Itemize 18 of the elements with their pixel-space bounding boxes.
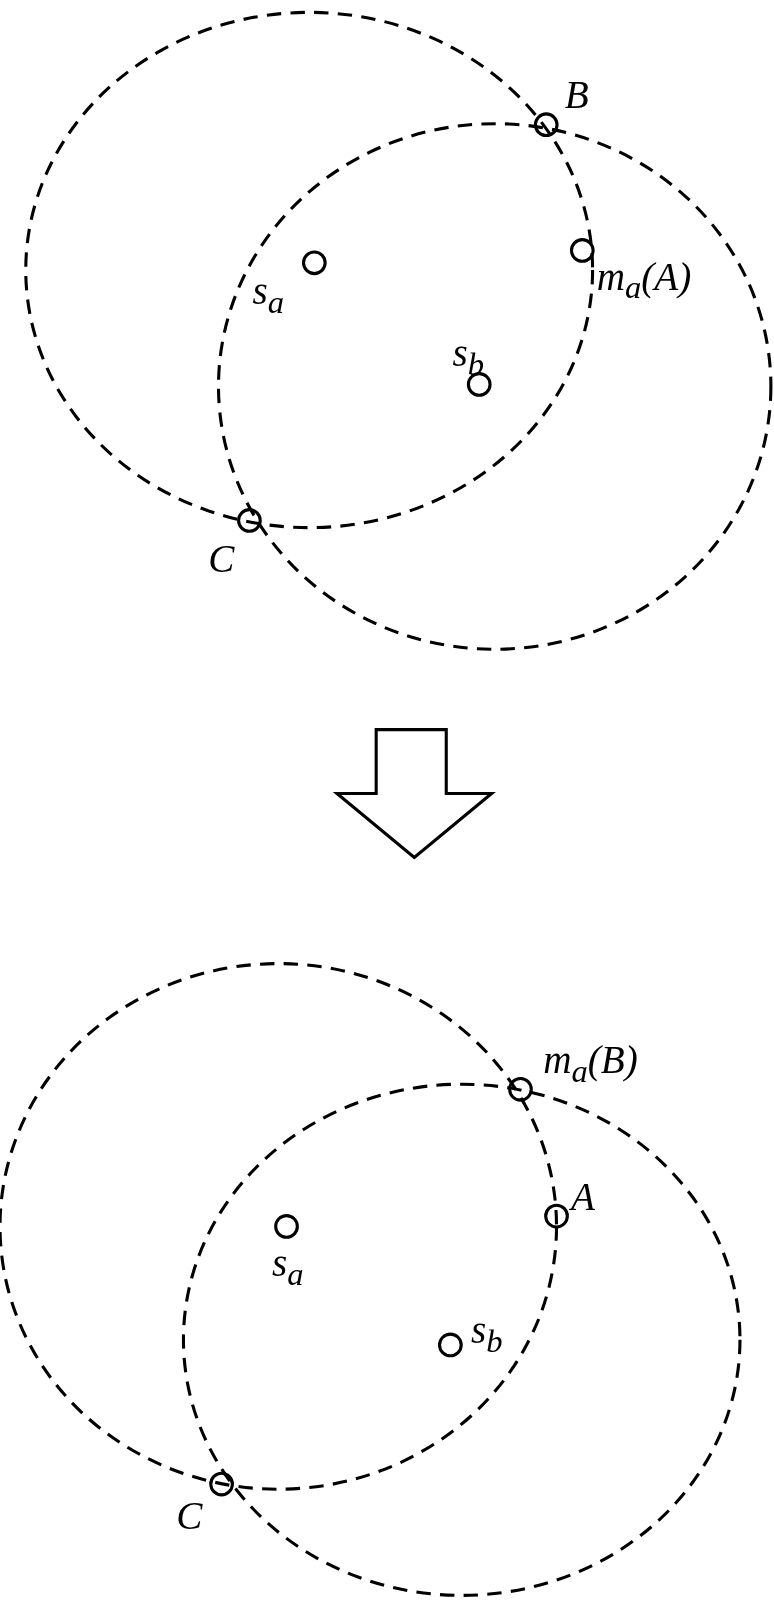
point-label: B bbox=[564, 75, 589, 115]
point-marker bbox=[209, 1471, 234, 1497]
point-marker bbox=[544, 1203, 569, 1229]
point-marker bbox=[508, 1077, 533, 1102]
point-marker bbox=[533, 112, 559, 138]
point-label: C bbox=[208, 539, 235, 579]
point-label: s$_{a}$ bbox=[272, 1242, 304, 1291]
point-marker bbox=[569, 238, 595, 263]
point-marker bbox=[237, 508, 262, 533]
point-label: s$_{a}$ bbox=[252, 271, 285, 319]
point-label: m$_{a}$(A) bbox=[596, 256, 692, 305]
point-marker bbox=[438, 1332, 463, 1358]
point-label: s$_{b}$ bbox=[471, 1309, 503, 1358]
point-label: A bbox=[570, 1176, 595, 1217]
point-marker bbox=[301, 250, 327, 276]
point-label: C bbox=[176, 1496, 203, 1536]
point-marker bbox=[274, 1214, 299, 1239]
point-label: m$_{a}$(B) bbox=[543, 1039, 638, 1088]
